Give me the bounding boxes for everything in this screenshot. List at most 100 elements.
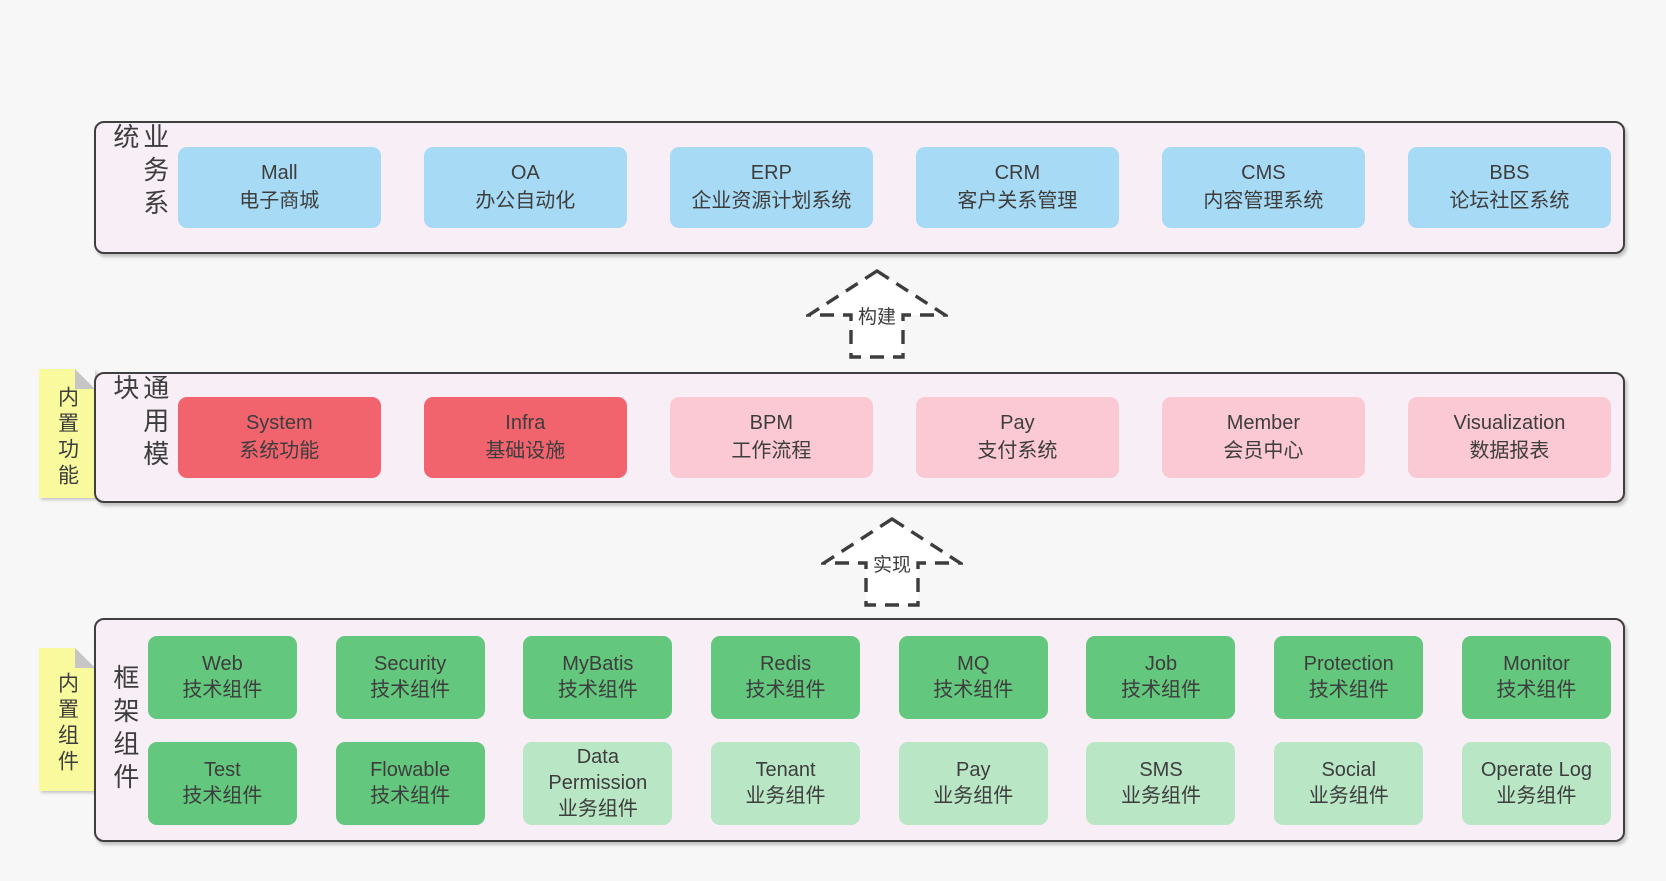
band-common-modules: 通用模块 System 系统功能 Infra 基础设施 BPM 工作流程 Pay… <box>94 372 1625 503</box>
box-subtitle: 支付系统 <box>977 439 1058 462</box>
box-row: Web 技术组件 Security 技术组件 MyBatis 技术组件 Redi… <box>147 635 1611 719</box>
sticky-built-in-features: 内置功能 <box>39 369 95 498</box>
box-row: System 系统功能 Infra 基础设施 BPM 工作流程 Pay 支付系统… <box>177 397 1611 478</box>
box-subtitle: 技术组件 <box>182 679 263 701</box>
box-title: Security <box>373 653 447 675</box>
box-title: CMS <box>1241 162 1286 185</box>
box-web: Web 技术组件 <box>147 635 297 719</box>
box-title: ERP <box>750 162 792 185</box>
box-title: Monitor <box>1503 653 1570 675</box>
box-subtitle: 技术组件 <box>1120 679 1201 701</box>
box-subtitle: 工作流程 <box>731 439 812 462</box>
implement-arrow-label: 实现 <box>869 555 915 578</box>
sticky-built-in-components: 内置组件 <box>39 648 95 791</box>
folded-corner-icon <box>75 369 95 389</box>
band-rows: Web 技术组件 Security 技术组件 MyBatis 技术组件 Redi… <box>139 635 1623 825</box>
box-pay-business: Pay 业务组件 <box>898 741 1048 825</box>
box-title: Redis <box>759 653 812 675</box>
box-subtitle: 业务组件 <box>1120 785 1201 807</box>
band-label-business-systems: 业务系统 <box>109 123 170 222</box>
box-title: Pay <box>1000 412 1035 435</box>
box-title: BPM <box>749 412 794 435</box>
band-framework-components: 框架组件 Web 技术组件 Security 技术组件 MyBatis 技术组件… <box>94 618 1625 842</box>
box-title: Data Permission <box>548 746 648 794</box>
box-oa: OA 办公自动化 <box>423 147 627 228</box>
box-subtitle: 数据报表 <box>1469 439 1550 462</box>
box-mall: Mall 电子商城 <box>177 147 381 228</box>
band-rows: System 系统功能 Infra 基础设施 BPM 工作流程 Pay 支付系统… <box>169 397 1623 478</box>
box-crm: CRM 客户关系管理 <box>915 147 1119 228</box>
box-title: Web <box>202 653 243 675</box>
box-sms: SMS 业务组件 <box>1086 741 1236 825</box>
box-title: Member <box>1226 412 1301 435</box>
box-bpm: BPM 工作流程 <box>669 397 873 478</box>
box-title: Operate Log <box>1480 759 1593 781</box>
box-security: Security 技术组件 <box>335 635 485 719</box>
build-arrow-label: 构建 <box>854 307 900 330</box>
box-title: Test <box>204 759 241 781</box>
box-test: Test 技术组件 <box>147 741 297 825</box>
box-subtitle: 技术组件 <box>182 785 263 807</box>
box-title: Mall <box>260 162 298 185</box>
sticky-label: 内置组件 <box>55 671 79 776</box>
box-title: Flowable <box>370 759 451 781</box>
box-erp: ERP 企业资源计划系统 <box>669 147 873 228</box>
box-title: Tenant <box>755 759 816 781</box>
box-subtitle: 技术组件 <box>370 679 451 701</box>
box-member: Member 会员中心 <box>1161 397 1365 478</box>
box-visualization: Visualization 数据报表 <box>1407 397 1611 478</box>
box-subtitle: 会员中心 <box>1223 439 1304 462</box>
box-subtitle: 业务组件 <box>557 798 638 820</box>
band-business-systems: 业务系统 Mall 电子商城 OA 办公自动化 ERP 企业资源计划系统 CRM… <box>94 121 1625 254</box>
box-infra: Infra 基础设施 <box>423 397 627 478</box>
box-monitor: Monitor 技术组件 <box>1461 635 1611 719</box>
box-row: Mall 电子商城 OA 办公自动化 ERP 企业资源计划系统 CRM 客户关系… <box>177 147 1611 228</box>
box-subtitle: 技术组件 <box>1308 679 1389 701</box>
box-subtitle: 系统功能 <box>239 439 320 462</box>
box-subtitle: 基础设施 <box>485 439 566 462</box>
box-title: Protection <box>1303 653 1394 675</box>
box-social: Social 业务组件 <box>1274 741 1424 825</box>
box-subtitle: 业务组件 <box>745 785 826 807</box>
box-subtitle: 技术组件 <box>557 679 638 701</box>
sticky-label: 内置功能 <box>55 385 79 490</box>
box-title: MyBatis <box>562 653 634 675</box>
band-label-common-modules: 通用模块 <box>109 374 170 473</box>
box-title: MQ <box>957 653 990 675</box>
box-subtitle: 客户关系管理 <box>957 189 1078 212</box>
box-subtitle: 办公自动化 <box>475 189 576 212</box>
box-system: System 系统功能 <box>177 397 381 478</box>
box-tenant: Tenant 业务组件 <box>711 741 861 825</box>
box-subtitle: 业务组件 <box>933 785 1014 807</box>
folded-corner-icon <box>75 648 95 668</box>
box-job: Job 技术组件 <box>1086 635 1236 719</box>
box-data-permission: Data Permission 业务组件 <box>523 741 673 825</box>
box-subtitle: 企业资源计划系统 <box>691 189 852 212</box>
box-title: Social <box>1321 759 1376 781</box>
box-cms: CMS 内容管理系统 <box>1161 147 1365 228</box>
box-title: BBS <box>1489 162 1530 185</box>
box-title: OA <box>510 162 540 185</box>
box-subtitle: 技术组件 <box>933 679 1014 701</box>
build-arrow: 构建 <box>806 268 948 360</box>
box-protection: Protection 技术组件 <box>1274 635 1424 719</box>
implement-arrow: 实现 <box>821 516 963 608</box>
box-mq: MQ 技术组件 <box>898 635 1048 719</box>
box-flowable: Flowable 技术组件 <box>335 741 485 825</box>
band-rows: Mall 电子商城 OA 办公自动化 ERP 企业资源计划系统 CRM 客户关系… <box>169 147 1623 228</box>
box-subtitle: 业务组件 <box>1308 785 1389 807</box>
box-subtitle: 技术组件 <box>745 679 826 701</box>
box-subtitle: 论坛社区系统 <box>1449 189 1570 212</box>
box-bbs: BBS 论坛社区系统 <box>1407 147 1611 228</box>
box-subtitle: 内容管理系统 <box>1203 189 1324 212</box>
box-title: Job <box>1144 653 1178 675</box>
box-title: CRM <box>994 162 1041 185</box>
box-mybatis: MyBatis 技术组件 <box>523 635 673 719</box>
box-pay: Pay 支付系统 <box>915 397 1119 478</box>
box-subtitle: 业务组件 <box>1496 785 1577 807</box>
box-row: Test 技术组件 Flowable 技术组件 Data Permission … <box>147 741 1611 825</box>
box-operate-log: Operate Log 业务组件 <box>1461 741 1611 825</box>
box-title: SMS <box>1139 759 1183 781</box>
box-subtitle: 技术组件 <box>370 785 451 807</box>
